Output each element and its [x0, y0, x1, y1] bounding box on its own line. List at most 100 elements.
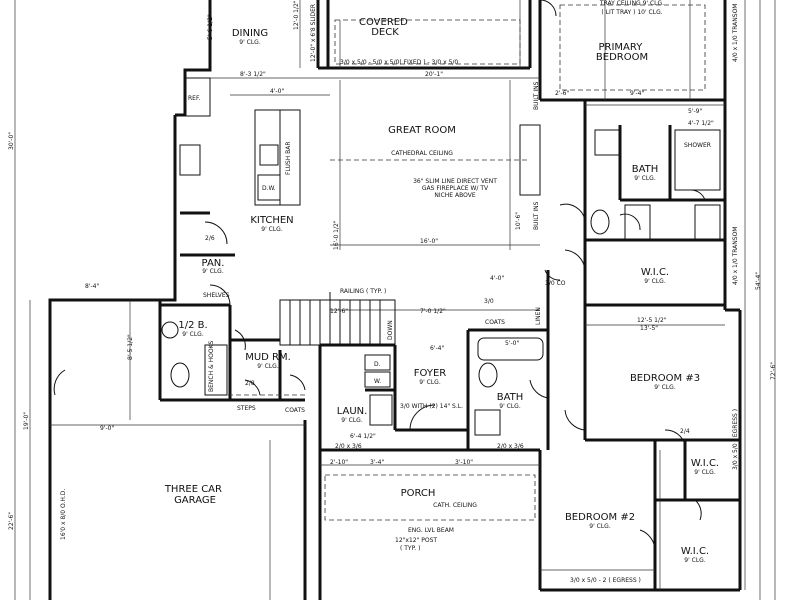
stairs — [279, 292, 396, 346]
room-bedroom2: BEDROOM #2 — [565, 512, 635, 523]
dim-30: 12'-6" — [330, 308, 348, 315]
dim-25: 2/8 — [245, 380, 255, 387]
fireplace — [519, 124, 541, 196]
refrigerator — [184, 77, 211, 117]
dim-5: 5'-6 1/2" — [207, 14, 214, 40]
foyer-door: 3/0 WITH (2) 14" S.L. — [400, 403, 463, 410]
dim-29: 5'-0" — [505, 340, 519, 347]
dim-20: 2'-10" — [330, 459, 348, 466]
ceiling-wic-primary: 9' CLG. — [644, 278, 666, 285]
vanity — [474, 409, 501, 436]
dim-26: 2/4 — [680, 428, 690, 435]
primary-transom-2: 4/0 x 1/0 TRANSOM — [732, 227, 739, 285]
dimension-lines — [14, 0, 776, 600]
bed2-window: 3/0 x 5/0 - 2 ( EGRESS ) — [570, 577, 641, 584]
ceiling-wic-bed2: 9' CLG. — [684, 557, 706, 564]
fireplace-note-3: NICHE ABOVE — [434, 192, 475, 199]
garage-door: 16'0 x 8/0 O.H.D. — [60, 489, 67, 540]
dim-27: 3/0 CO — [545, 280, 566, 287]
porch-window-1: 2/0 x 3/6 — [335, 443, 362, 450]
room-half-bath: 1/2 B. — [178, 320, 207, 331]
dim-2: 16'-0" — [420, 238, 438, 245]
cooktop — [179, 144, 201, 176]
dim-16: 72'-6" — [770, 362, 777, 380]
room-kitchen: KITCHEN — [250, 215, 293, 226]
room-laundry: LAUN. — [337, 406, 368, 417]
vanity-primary-1 — [694, 204, 721, 241]
dim-18: 19'-0" — [23, 412, 30, 430]
slider-label: 12'-0" x 6'8 SLIDER — [310, 4, 317, 62]
dim-22: 7'-0 1/2" — [420, 308, 446, 315]
toilet-half-bath — [170, 362, 190, 388]
room-bedroom3: BEDROOM #3 — [630, 373, 700, 384]
door-swings — [53, 0, 706, 551]
dim-4: 4'-0" — [270, 88, 284, 95]
window-deck: 3/0 x 5/0 - 5/0 x 5/0( FIXED ) - 3/0 x 5… — [340, 59, 458, 66]
room-bath-lower: BATH — [497, 392, 524, 403]
ceiling-kitchen: 9' CLG. — [261, 226, 283, 233]
dim-17: 22'-6" — [8, 512, 15, 530]
linen-label: LINEN — [535, 307, 542, 325]
dim-33: 2'-6" — [555, 90, 569, 97]
ceiling-half-bath: 9' CLG. — [182, 331, 204, 338]
tub — [477, 337, 544, 361]
beam-label: ENG. LVL BEAM — [408, 527, 454, 534]
room-bath-primary: BATH — [632, 164, 659, 175]
bench-label: BENCH & HOOKS — [208, 341, 215, 392]
dw-label: D.W. — [262, 185, 276, 192]
dim-9: 6'-4" — [430, 345, 444, 352]
room-pantry: PAN. — [202, 258, 225, 269]
ceiling-bath-primary: 9' CLG. — [634, 175, 656, 182]
room-garage: THREE CAR GARAGE — [164, 484, 225, 506]
kitchen-fixtures — [179, 77, 541, 206]
post-label-1: 12"x12" POST — [395, 537, 437, 544]
washer-label: W. — [374, 378, 381, 385]
linen-primary — [594, 129, 621, 156]
dim-11: 13'-5" — [640, 325, 658, 332]
dim-19: 3'-10" — [455, 459, 473, 466]
ceiling-foyer: 9' CLG. — [419, 379, 441, 386]
fireplace-note-1: 36" SLIM LINE DIRECT VENT — [413, 178, 497, 185]
railing-label: RAILING ( TYP. ) — [340, 288, 386, 295]
ceiling-mud-room: 9' CLG. — [257, 363, 279, 370]
room-wic-bed3: W.I.C. — [691, 458, 719, 469]
toilet-primary — [590, 209, 610, 235]
ceiling-primary-tray: TRAY CEILING 9' CLG. — [599, 0, 664, 7]
dim-7: 12'-0 1/2" — [293, 0, 300, 30]
room-covered-deck: COVERED DECK — [359, 17, 411, 38]
bath-fixtures — [161, 129, 721, 436]
fireplace-note-2: GAS FIREPLACE W/ TV — [422, 185, 489, 192]
dim-31: 4'-0" — [490, 275, 504, 282]
room-wic-primary: W.I.C. — [641, 267, 669, 278]
built-ins-label-2: BUILT INS — [533, 201, 540, 230]
ref-label: REF. — [188, 95, 200, 102]
ceiling-great-room: CATHEDRAL CEILING — [391, 150, 453, 157]
ceiling-dining: 9' CLG. — [239, 39, 261, 46]
dryer — [364, 354, 391, 371]
washer — [364, 371, 391, 388]
bed3-window: 3/0 x 5/0 ( EGRESS ) — [732, 409, 739, 470]
shower-label: SHOWER — [684, 142, 711, 149]
exterior-walls — [48, 0, 742, 600]
room-dining: DINING — [232, 28, 268, 39]
shelves-label: SHELVES — [203, 292, 230, 299]
room-primary-bedroom: PRIMARY BEDROOM — [596, 42, 648, 63]
dim-15: 54'-4" — [755, 272, 762, 290]
flush-bar-label: FLUSH BAR — [285, 141, 292, 175]
dim-32: 10'-6" — [515, 212, 522, 230]
laundry-sink — [369, 394, 393, 426]
primary-transom-1: 4/0 x 1/0 TRANSOM — [732, 4, 739, 62]
ceiling-bedroom3: 9' CLG. — [654, 384, 676, 391]
ceiling-bedroom2: 9' CLG. — [589, 523, 611, 530]
dim-1: 20'-1" — [425, 71, 443, 78]
dryer-label: D. — [374, 361, 381, 368]
ceiling-laundry: 9' CLG. — [341, 417, 363, 424]
dim-14: 30'-0" — [8, 132, 15, 150]
sink-half-bath — [161, 321, 179, 339]
dishwasher — [257, 174, 281, 201]
coats-label-1: COATS — [285, 407, 305, 414]
steps-label: STEPS — [237, 405, 256, 412]
room-mud-room: MUD RM. — [245, 352, 291, 363]
flush-bar — [279, 109, 301, 206]
